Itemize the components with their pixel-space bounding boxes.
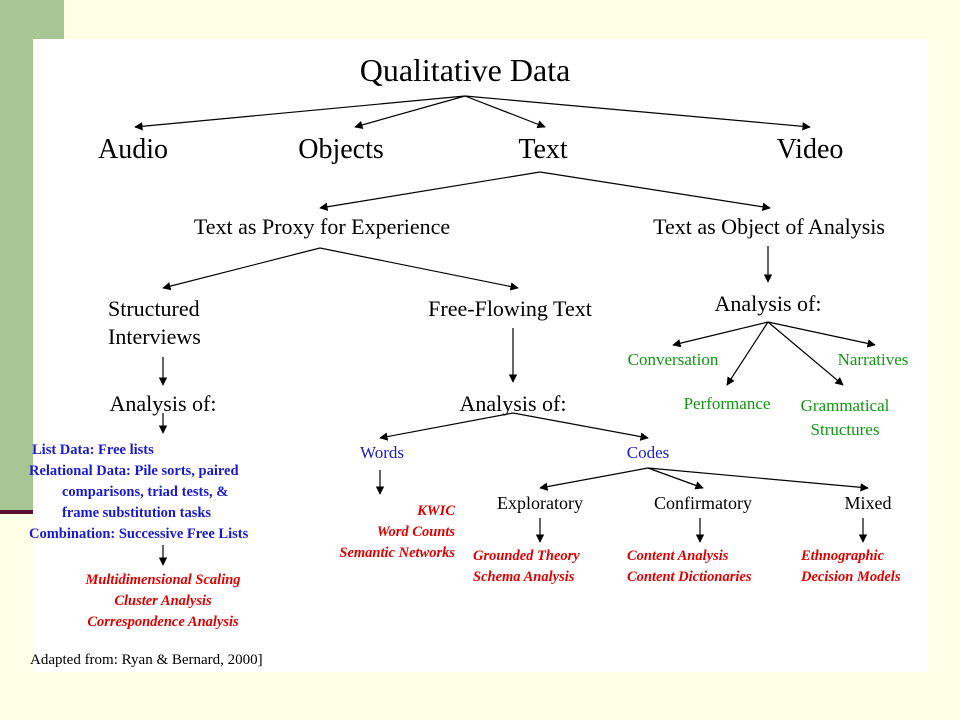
edge-root-video <box>464 95 811 131</box>
edge-free-words <box>379 412 514 441</box>
data-type-relational-cont1: comparisons, triad tests, & <box>62 484 229 500</box>
method-mds: Multidimensional Scaling <box>85 572 241 588</box>
edge-analysis-narratives <box>767 321 876 348</box>
structured-interviews-label: Structured Interviews <box>108 296 201 349</box>
edge-codes-confirmatory <box>647 467 704 490</box>
citation: Adapted from: Ryan & Bernard, 2000] <box>30 652 263 668</box>
method-cluster: Cluster Analysis <box>114 593 212 609</box>
edge-analysis-performance <box>726 321 769 386</box>
narratives-label: Narratives <box>837 350 909 369</box>
code-type-exploratory: Exploratory <box>497 493 583 513</box>
decorative-divider <box>0 510 34 514</box>
text-object-label: Text as Object of Analysis <box>653 214 885 239</box>
media-video-label: Video <box>776 134 844 165</box>
text-proxy-label: Text as Proxy for Experience <box>193 214 451 239</box>
exploratory-method-grounded: Grounded Theory <box>473 548 580 564</box>
codes-label: Codes <box>626 443 670 462</box>
edge-codes-mixed <box>647 467 869 492</box>
data-type-relational-cont2: frame substitution tasks <box>62 505 212 521</box>
edge-root-objects <box>354 95 466 129</box>
edge-analysis-conversation <box>672 321 769 348</box>
conversation-label: Conversation <box>627 350 719 369</box>
edge-text-object <box>539 171 771 211</box>
edge-root-audio <box>134 95 466 131</box>
media-audio-label: Audio <box>98 134 168 165</box>
edge-proxy-free <box>319 247 519 291</box>
structured-analysis-heading: Analysis of: <box>109 391 217 416</box>
word-method-kwic: KWIC <box>417 503 455 519</box>
edge-root-text <box>464 95 546 129</box>
edge-proxy-structured <box>162 247 321 291</box>
word-method-semantic: Semantic Networks <box>339 545 455 561</box>
grammatical-structures-label: Grammatical Structures <box>800 396 890 439</box>
diagram-panel <box>33 39 928 672</box>
data-type-combination: Combination: Successive Free Lists <box>29 526 249 542</box>
words-label: Words <box>360 443 404 462</box>
data-type-list: List Data: Free lists <box>32 442 154 458</box>
root-node-label: Qualitative Data <box>359 52 571 88</box>
code-type-mixed: Mixed <box>844 493 892 513</box>
mixed-method-decision: Decision Models <box>801 569 901 585</box>
confirmatory-method-dictionaries: Content Dictionaries <box>627 569 752 585</box>
edge-free-codes <box>512 412 649 441</box>
exploratory-method-schema: Schema Analysis <box>473 569 575 585</box>
media-objects-label: Objects <box>298 134 384 165</box>
mixed-method-ethnographic: Ethnographic <box>801 548 884 564</box>
performance-label: Performance <box>683 394 771 413</box>
object-analysis-heading: Analysis of: <box>714 291 822 316</box>
code-type-confirmatory: Confirmatory <box>654 493 752 513</box>
free-flowing-text-label: Free-Flowing Text <box>428 296 592 321</box>
method-correspondence: Correspondence Analysis <box>87 614 239 630</box>
edge-text-proxy <box>319 171 541 211</box>
media-text-label: Text <box>518 134 568 165</box>
free-analysis-heading: Analysis of: <box>459 391 567 416</box>
edge-analysis-grammatical <box>767 321 844 386</box>
confirmatory-method-content: Content Analysis <box>627 548 729 564</box>
word-method-counts: Word Counts <box>376 524 455 540</box>
data-type-relational: Relational Data: Pile sorts, paired <box>29 463 239 479</box>
edge-codes-exploratory <box>539 467 649 491</box>
